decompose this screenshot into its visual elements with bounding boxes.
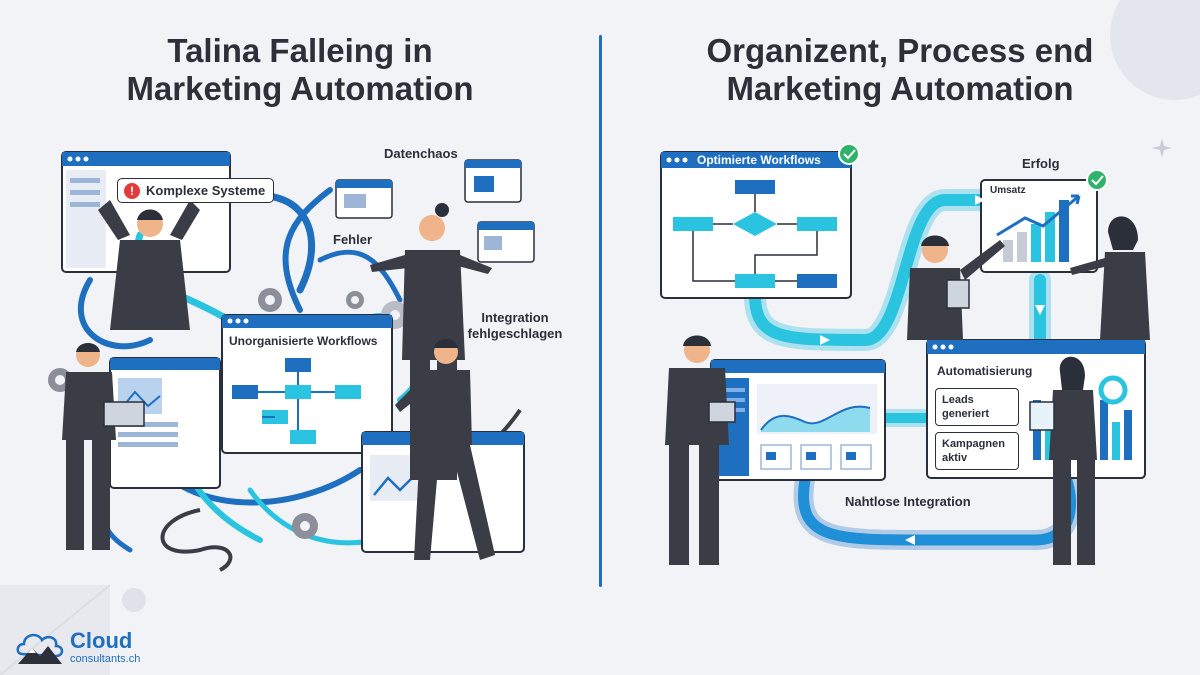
erfolg-label: Erfolg bbox=[1022, 156, 1060, 171]
left-title-line1: Talina Falleing in bbox=[167, 32, 433, 69]
right-title-line1: Organizent, Process end bbox=[706, 32, 1094, 69]
left-title: Talina Falleing in Marketing Automation bbox=[90, 32, 510, 108]
kampagnen-label: Kampagnen aktiv bbox=[942, 438, 1005, 464]
logo-domain: consultants.ch bbox=[70, 653, 141, 665]
nahtlose-integration-label: Nahtlose Integration bbox=[845, 494, 971, 509]
people-left bbox=[62, 200, 495, 560]
logo: Cloud consultants.ch bbox=[70, 628, 141, 666]
center-divider bbox=[599, 35, 602, 587]
revenue-window bbox=[980, 169, 1108, 273]
bg-sparkle-icon bbox=[1152, 138, 1172, 158]
warning-icon: ! bbox=[124, 183, 140, 199]
bg-circle-top-right bbox=[1110, 0, 1200, 100]
logo-brand: Cloud bbox=[70, 628, 133, 653]
datenchaos-label: Datenchaos bbox=[384, 146, 458, 161]
right-title: Organizent, Process end Marketing Automa… bbox=[690, 32, 1110, 108]
chat-bubbles bbox=[335, 159, 535, 263]
umsatz-label: Umsatz bbox=[990, 185, 1026, 196]
dashboard-window bbox=[710, 359, 886, 481]
automatisierung-label: Automatisierung bbox=[937, 364, 1033, 378]
kampagnen-box: Kampagnen aktiv bbox=[935, 432, 1019, 470]
leads-label: Leads generiert bbox=[942, 394, 990, 420]
flowchart-window bbox=[660, 143, 860, 299]
integration-label: Integration fehlgeschlagen bbox=[467, 310, 563, 341]
bg-triangle bbox=[0, 585, 110, 675]
right-title-line2: Marketing Automation bbox=[726, 70, 1074, 107]
unorganisierte-workflows-label: Unorganisierte Workflows bbox=[229, 334, 378, 348]
komplexe-systeme-label: Komplexe Systeme bbox=[146, 183, 266, 198]
fehler-label: Fehler bbox=[333, 232, 373, 247]
leads-box: Leads generiert bbox=[935, 388, 1019, 426]
komplexe-systeme-badge: ! Komplexe Systeme bbox=[117, 178, 275, 203]
cloud-mountain-icon bbox=[16, 633, 64, 664]
window-center bbox=[221, 314, 393, 454]
people-right bbox=[665, 216, 1150, 565]
chaos-illustration bbox=[48, 151, 535, 572]
left-title-line2: Marketing Automation bbox=[126, 70, 474, 107]
bg-circle-bottom-left bbox=[122, 588, 146, 612]
window-left-bottom bbox=[109, 357, 221, 489]
organized-illustration bbox=[660, 143, 1150, 565]
optimierte-workflows-label: Optimierte Workflows bbox=[697, 153, 821, 167]
